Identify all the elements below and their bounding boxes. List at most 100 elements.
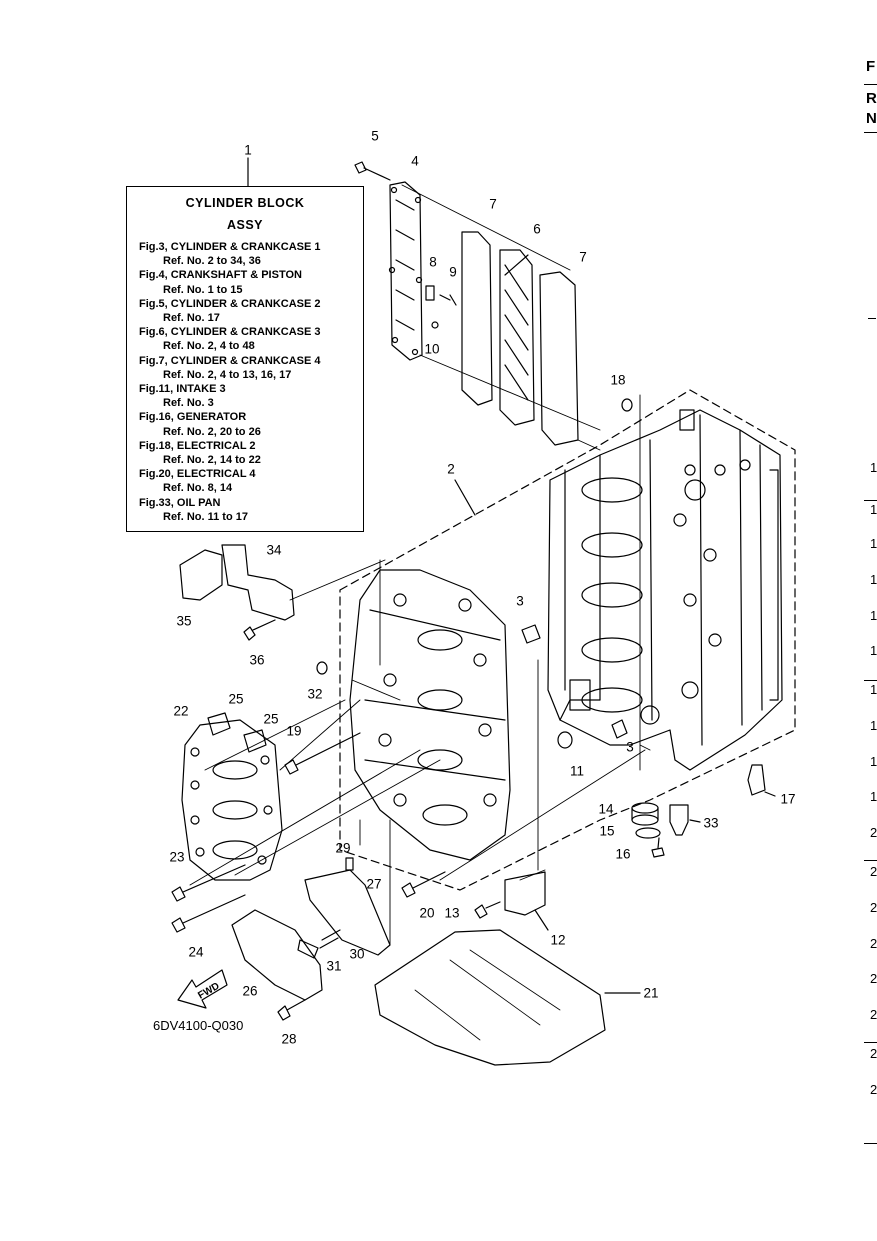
part-8 (426, 286, 434, 300)
ref-entry-ref: Ref. No. 2, 4 to 13, 16, 17 (163, 368, 292, 381)
bolt-19 (285, 733, 360, 774)
ref-entry-ref: Ref. No. 1 to 15 (163, 283, 243, 296)
o-ring-18 (622, 399, 632, 411)
edge-number: 1 (870, 608, 877, 623)
ref-entry-fig: Fig.5, CYLINDER & CRANKCASE 2 (139, 297, 321, 310)
dowel-3b (612, 720, 627, 738)
callout-22: 22 (173, 703, 189, 719)
ref-entry-ref: Ref. No. 3 (163, 397, 214, 410)
cover-26 (232, 910, 322, 1000)
ref-entry-fig: Fig.4, CRANKSHAFT & PISTON (139, 269, 302, 282)
callout-8: 8 (429, 254, 437, 270)
edge-number: 1 (870, 789, 877, 804)
callout-31: 31 (326, 958, 342, 974)
edge-letter-n: N (866, 110, 877, 127)
gasket-7a (462, 232, 492, 405)
callout-5: 5 (371, 128, 379, 144)
edge-number: 2 (870, 825, 877, 840)
bolt-13 (475, 902, 500, 918)
callout-30: 30 (349, 946, 365, 962)
o-ring-15 (636, 828, 660, 838)
ref-entry-fig: Fig.3, CYLINDER & CRANKCASE 1 (139, 241, 321, 253)
callout-21: 21 (643, 985, 659, 1001)
edge-number: 2 (870, 1082, 877, 1097)
callout-3b: 3 (626, 739, 634, 755)
ref-entry-ref: Ref. No. 2, 20 to 26 (163, 425, 261, 438)
edge-rule (864, 1042, 877, 1043)
bolt-20 (402, 872, 445, 897)
edge-number: 2 (870, 936, 877, 951)
callout-35: 35 (176, 613, 192, 629)
leader-2 (455, 480, 475, 515)
gasket-21-detail (415, 950, 560, 1040)
sensor-33 (670, 805, 688, 835)
callout-11: 11 (569, 763, 585, 779)
edge-number: 1 (870, 718, 877, 733)
edge-number: 1 (870, 682, 877, 697)
bolt-23 (172, 865, 245, 901)
cylinder-head (182, 720, 282, 880)
gasket-7b (540, 272, 578, 445)
edge-number: 1 (870, 643, 877, 658)
ref-entry-ref: Ref. No. 8, 14 (163, 482, 233, 495)
o-ring-32 (317, 662, 327, 674)
edge-number: 1 (870, 536, 877, 551)
bolt-5 (355, 162, 390, 180)
edge-rule (864, 860, 877, 861)
cover-35 (180, 550, 222, 600)
edge-rule (864, 84, 877, 85)
edge-rule (864, 680, 877, 681)
callout-17: 17 (780, 791, 796, 807)
callout-7a: 7 (489, 196, 497, 212)
leader-17 (765, 792, 775, 796)
edge-letter-f: F (866, 58, 876, 75)
callout-3a: 3 (516, 593, 524, 609)
bolt-9 (440, 295, 456, 305)
ref-entry-ref: Ref. No. 11 to 17 (163, 510, 248, 523)
ref-entry-ref: Ref. No. 2 to 34, 36 (163, 255, 261, 268)
callout-36: 36 (249, 652, 265, 668)
ref-box-title-line1: CYLINDER BLOCK (185, 196, 305, 210)
edge-number: 2 (870, 1007, 877, 1022)
callout-12: 12 (550, 932, 566, 948)
bolt-28 (278, 1000, 305, 1020)
edge-rule (868, 318, 876, 319)
ref-entry-ref: Ref. No. 17 (163, 312, 220, 325)
callout-20: 20 (419, 905, 435, 921)
callout-28: 28 (281, 1031, 297, 1047)
fwd-arrow (178, 970, 227, 1008)
filter-14 (632, 803, 658, 825)
clip-17 (748, 765, 765, 795)
callout-9: 9 (449, 264, 457, 280)
plug-25b (244, 730, 266, 752)
ref-entry-fig: Fig.16, GENERATOR (139, 411, 247, 424)
bolt-36 (244, 620, 275, 640)
edge-number: 2 (870, 900, 877, 915)
edge-number: 1 (870, 460, 877, 475)
plug-25a (208, 713, 230, 735)
edge-number: 2 (870, 1046, 877, 1061)
callout-25a: 25 (228, 691, 244, 707)
ref-entry-fig: Fig.18, ELECTRICAL 2 (139, 439, 256, 452)
part-30 (320, 930, 340, 948)
callout-6: 6 (533, 221, 541, 237)
edge-number: 2 (870, 971, 877, 986)
edge-rule (864, 500, 877, 501)
ref-box-title-line2: ASSY (226, 218, 264, 232)
callout-10: 10 (424, 341, 440, 357)
edge-number: 1 (870, 502, 877, 517)
ref-entry-fig: Fig.11, INTAKE 3 (139, 383, 226, 396)
callout-27: 27 (366, 876, 382, 892)
ref-box-entries: Fig.3, CYLINDER & CRANKCASE 1 Ref. No. 2… (127, 240, 363, 524)
ref-entry-fig: Fig.33, OIL PAN (139, 496, 221, 509)
callout-7b: 7 (579, 249, 587, 265)
bolt-16 (652, 838, 664, 857)
callout-16: 16 (615, 846, 631, 862)
edge-rule (864, 1143, 877, 1144)
leader-12 (535, 910, 548, 930)
callout-25b: 25 (263, 711, 279, 727)
crankcase (350, 570, 510, 860)
callout-2: 2 (447, 461, 455, 477)
callout-15: 15 (599, 823, 615, 839)
